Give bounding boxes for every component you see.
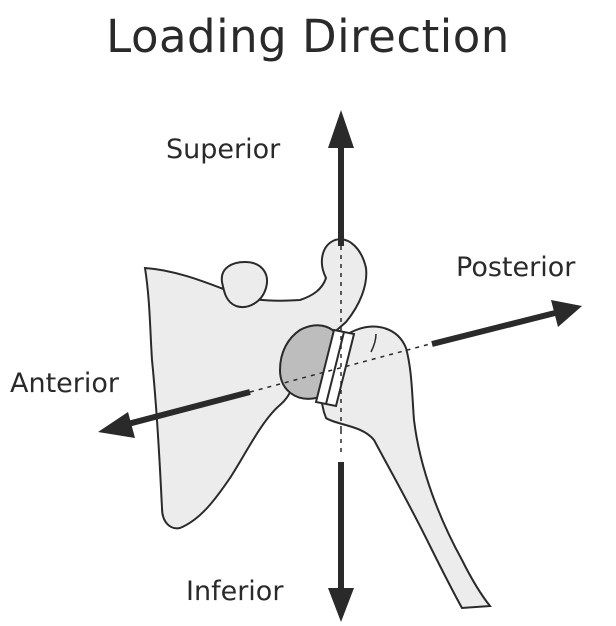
posterior-arrowhead (551, 300, 582, 327)
posterior-label: Posterior (456, 252, 575, 283)
inferior-label: Inferior (186, 576, 283, 607)
superior-label: Superior (166, 134, 280, 165)
inferior-arrowhead (328, 588, 354, 622)
posterior-arrow-shaft (432, 313, 555, 344)
humerus (321, 327, 490, 608)
superior-arrowhead (328, 110, 354, 148)
anterior-label: Anterior (10, 368, 119, 399)
anterior-arrowhead (98, 412, 135, 438)
